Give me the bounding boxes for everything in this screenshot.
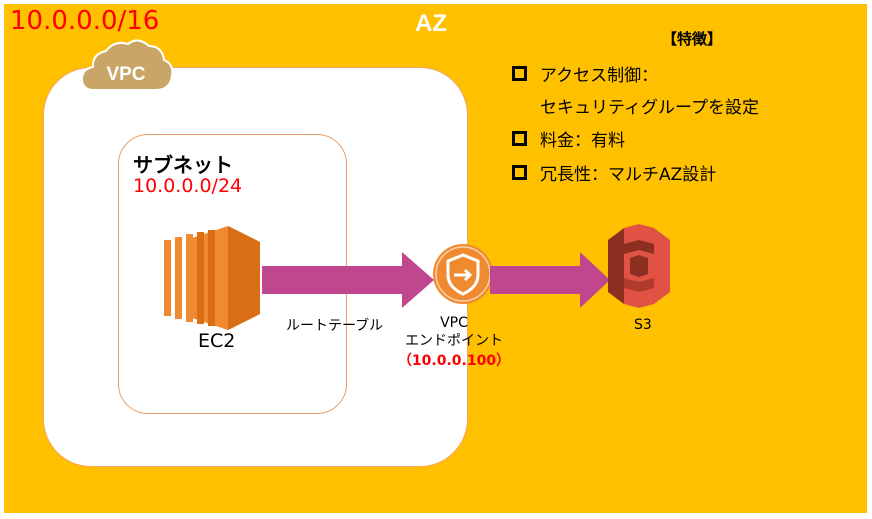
vpc-endpoint-icon	[433, 244, 493, 304]
checkbox-icon	[512, 131, 527, 146]
checkbox-icon	[512, 66, 527, 81]
endpoint-ip: （10.0.0.100）	[397, 353, 511, 369]
az-label: AZ	[415, 10, 447, 37]
s3-arrow	[490, 252, 610, 308]
feature-item: 冗長性：マルチAZ設計	[540, 165, 717, 185]
feature-item: アクセス制御：	[540, 66, 659, 86]
vpc-cloud-icon: VPC	[80, 39, 174, 91]
checkbox-icon	[512, 165, 527, 180]
s3-bucket-icon	[608, 224, 670, 308]
vpc-cidr: 10.0.0.0/16	[10, 6, 160, 36]
ec2-label: EC2	[198, 330, 236, 352]
ec2-instance-icon	[164, 226, 260, 330]
features-title: 【特徴】	[662, 30, 723, 48]
route-table-label: ルートテーブル	[286, 318, 384, 334]
subnet-cidr: 10.0.0.0/24	[133, 175, 243, 197]
feature-item: 料金：有料	[540, 131, 625, 151]
subnet-title: サブネット	[133, 153, 233, 177]
vpc-badge-label: VPC	[106, 64, 145, 85]
feature-item-detail: セキュリティグループを設定	[540, 98, 759, 118]
route-arrow	[262, 252, 434, 308]
s3-label: S3	[634, 317, 652, 333]
